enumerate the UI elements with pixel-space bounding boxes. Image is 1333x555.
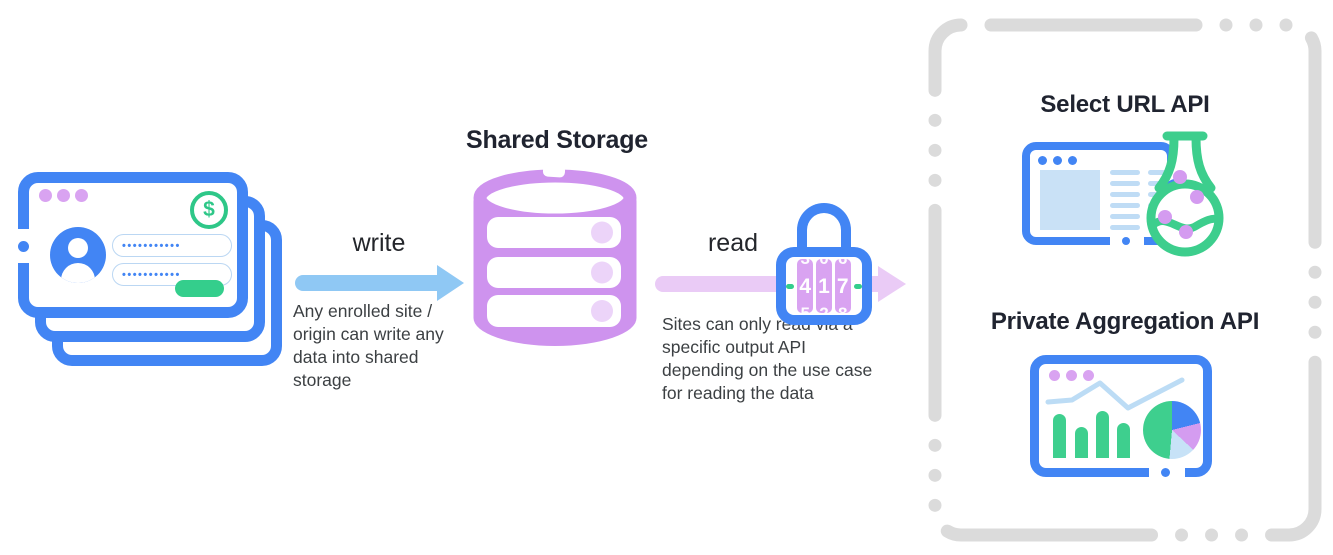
border-dot (1122, 237, 1130, 245)
bar-chart-bar (1096, 411, 1109, 458)
window-control-dots-icon (1049, 370, 1094, 381)
flask-icon (1146, 131, 1224, 257)
pie-chart-icon (1143, 401, 1201, 459)
password-field: ••••••••••• (112, 263, 232, 286)
lock-dash (853, 283, 862, 289)
read-arrow-head (878, 266, 906, 302)
avatar-icon (50, 227, 106, 283)
lock-body: 3 4 5 0 1 2 6 7 8 (776, 247, 872, 325)
read-label: read (707, 229, 759, 257)
window-control-dots-icon (1038, 156, 1077, 165)
private-aggregation-api-title: Private Aggregation API (990, 308, 1260, 335)
line-chart-icon (1045, 377, 1185, 411)
shared-storage-title: Shared Storage (466, 126, 648, 154)
write-arrow (295, 275, 437, 291)
lock-dial: 6 7 8 (834, 259, 851, 313)
write-arrow-head (437, 265, 464, 301)
lock-icon: 3 4 5 0 1 2 6 7 8 (776, 203, 872, 327)
write-label: write (352, 229, 406, 257)
select-url-api-title: Select URL API (1040, 91, 1210, 118)
lock-dash (786, 283, 795, 289)
lock-dial: 0 1 2 (816, 259, 832, 313)
border-gap (1022, 176, 1030, 198)
login-window-icon: $ ••••••••••• ••••••••••• (18, 172, 248, 318)
database-icon (473, 166, 637, 346)
password-field: ••••••••••• (112, 234, 232, 257)
bar-chart-bar (1053, 414, 1066, 458)
login-button-icon (175, 280, 224, 297)
write-caption: Any enrolled site / origin can write any… (293, 301, 444, 390)
dashboard-icon (1030, 355, 1212, 477)
select-url-window-icon (1022, 142, 1175, 245)
lock-shackle (797, 203, 851, 251)
border-dot (1161, 468, 1170, 477)
dollar-icon: $ (190, 191, 228, 229)
lock-dial: 3 4 5 (797, 259, 814, 313)
bar-chart-bar (1075, 427, 1088, 458)
window-control-dots-icon (39, 189, 88, 202)
content-block (1040, 170, 1100, 230)
bar-chart-bar (1117, 423, 1130, 458)
output-apis-panel: Select URL API Private Aggregation API (925, 15, 1325, 545)
dashed-border (928, 18, 1322, 542)
border-dot (18, 241, 29, 252)
